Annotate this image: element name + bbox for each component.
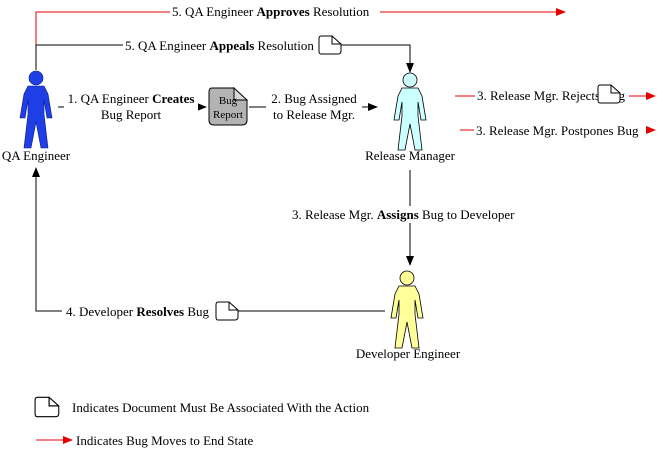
approves-label-bg bbox=[170, 4, 380, 20]
resolves-document-icon bbox=[215, 301, 239, 321]
postpones-label-bg bbox=[474, 122, 646, 138]
developer-person-icon bbox=[390, 270, 424, 349]
resolves-label: 4. Developer Resolves Bug bbox=[66, 304, 209, 319]
approves-label: 5. QA Engineer Approves Resolution bbox=[172, 4, 370, 19]
rejects-label: 3. Release Mgr. Rejects Bug bbox=[477, 88, 626, 103]
resolves-label-bg bbox=[62, 303, 218, 319]
release-manager-label: Release Manager bbox=[365, 148, 456, 163]
assigns-label: 3. Release Mgr. Assigns Bug to Developer bbox=[292, 207, 515, 222]
qa-engineer-person-icon bbox=[19, 70, 53, 149]
resolves-connector bbox=[32, 167, 385, 312]
appeals-label-bg bbox=[123, 37, 321, 53]
release-manager-person-icon bbox=[393, 72, 427, 151]
bug-report-label-line1: Bug bbox=[219, 95, 238, 107]
appeals-document-icon bbox=[318, 35, 342, 55]
bug-report-label-line2: Report bbox=[213, 109, 243, 121]
legend-end-state-text: Indicates Bug Moves to End State bbox=[76, 433, 254, 448]
creates-label-bg bbox=[64, 90, 198, 122]
assigned-label-line2: to Release Mgr. bbox=[273, 107, 355, 122]
developer-label: Developer Engineer bbox=[356, 346, 461, 361]
assigned-label-bg bbox=[266, 90, 362, 122]
assigned-label-line1: 2. Bug Assigned bbox=[271, 91, 357, 106]
creates-label-line1: 1. QA Engineer Creates bbox=[68, 91, 195, 106]
legend-document-text: Indicates Document Must Be Associated Wi… bbox=[72, 400, 370, 415]
postpones-label: 3. Release Mgr. Postpones Bug bbox=[476, 123, 639, 138]
rejects-label-bg bbox=[475, 87, 629, 103]
creates-label-line2: Bug Report bbox=[101, 107, 162, 122]
qa-engineer-label: QA Engineer bbox=[2, 148, 71, 163]
legend-document-icon bbox=[34, 396, 60, 418]
assigns-label-bg bbox=[288, 206, 528, 223]
bug-report-document-icon bbox=[208, 86, 249, 126]
appeals-label: 5. QA Engineer Appeals Resolution bbox=[125, 38, 314, 53]
